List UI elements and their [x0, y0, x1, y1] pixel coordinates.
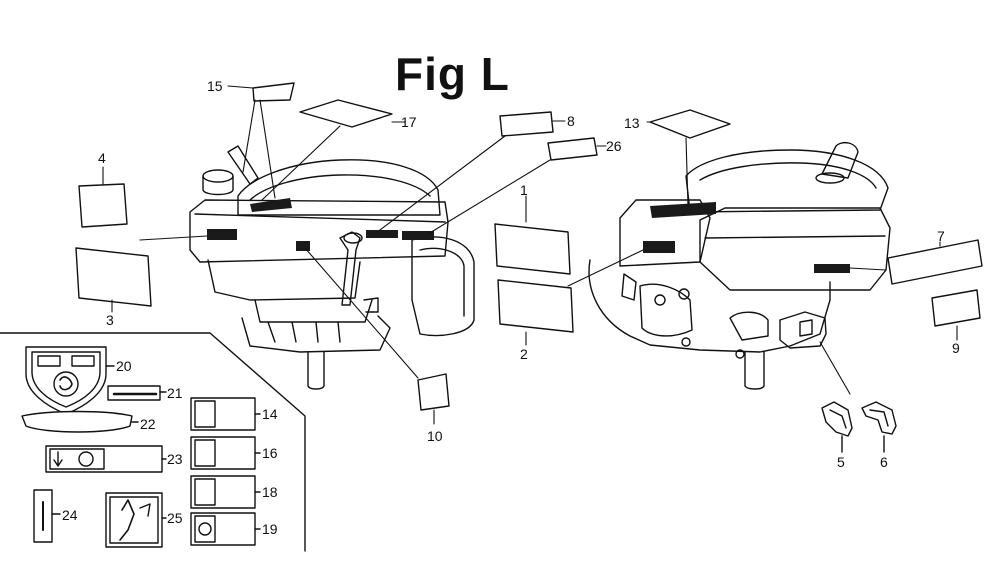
callout-20: 20	[116, 358, 132, 374]
decal-14	[190, 397, 261, 431]
callout-18: 18	[262, 484, 278, 500]
callout-14: 14	[262, 406, 278, 422]
callout-4: 4	[98, 150, 106, 166]
callout-5: 5	[837, 454, 845, 470]
callout-26: 26	[606, 138, 622, 154]
callout-9: 9	[952, 340, 960, 356]
figure-title: Fig L	[395, 48, 510, 100]
callout-6: 6	[880, 454, 888, 470]
callout-8: 8	[567, 113, 575, 129]
decal-16	[190, 436, 261, 470]
decal-24	[33, 489, 61, 543]
callout-1: 1	[520, 182, 528, 198]
callout-2: 2	[520, 346, 528, 362]
decal-23	[45, 445, 167, 473]
callout-7: 7	[937, 228, 945, 244]
callout-3: 3	[106, 312, 114, 328]
decal-25	[105, 492, 167, 548]
decal-22	[21, 410, 139, 433]
callout-17: 17	[401, 114, 417, 130]
callout-24: 24	[62, 507, 78, 523]
callout-16: 16	[262, 445, 278, 461]
callout-15: 15	[207, 78, 223, 94]
callout-21: 21	[167, 385, 183, 401]
callout-13: 13	[624, 115, 640, 131]
callout-23: 23	[167, 451, 183, 467]
blank-labels	[75, 82, 983, 411]
right-engine	[588, 141, 891, 390]
callout-25: 25	[167, 510, 183, 526]
left-engine	[189, 145, 475, 390]
decal-19	[190, 512, 261, 546]
decal-18	[190, 475, 261, 509]
decal-21	[107, 385, 167, 401]
leader-lines	[102, 85, 958, 425]
part-5	[821, 401, 853, 453]
decal-20	[25, 346, 115, 415]
part-6	[861, 401, 897, 453]
callout-10: 10	[427, 428, 443, 444]
callout-22: 22	[140, 416, 156, 432]
inset-panel	[0, 332, 306, 552]
callout-19: 19	[262, 521, 278, 537]
